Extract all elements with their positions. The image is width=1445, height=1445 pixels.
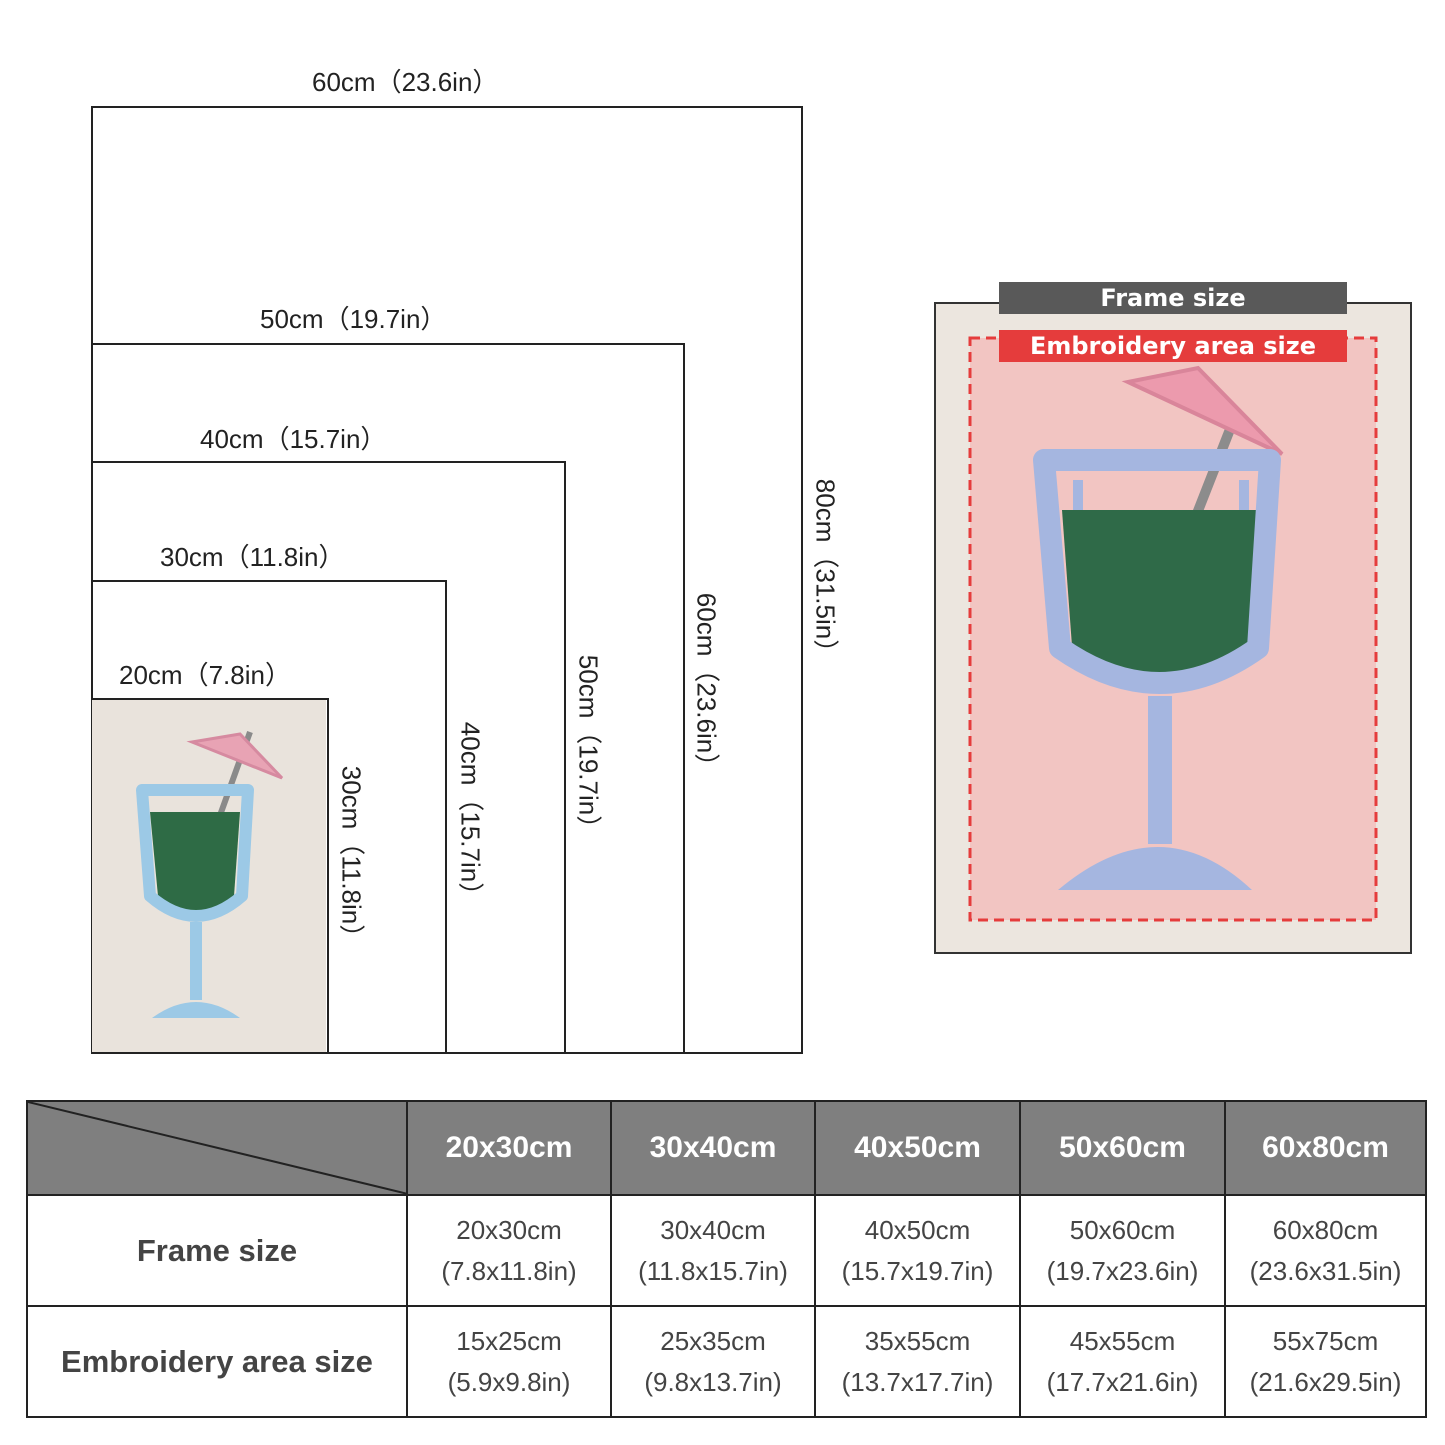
cell-cm: 15x25cm (456, 1325, 562, 1356)
frame-30x40-height-label: 40cm（15.7in） (455, 721, 486, 909)
frame-40x50-width-label: 40cm（15.7in） (200, 424, 387, 454)
cell-in: (21.6x29.5in) (1249, 1366, 1402, 1397)
table-cell: 15x25cm (5.9x9.8in) (406, 1305, 612, 1418)
frame-60x80-width-label: 60cm（23.6in） (312, 67, 499, 97)
column-header: 60x80cm (1224, 1100, 1427, 1196)
column-header: 40x50cm (814, 1100, 1021, 1196)
cell-cm: 35x55cm (864, 1325, 971, 1356)
column-header: 50x60cm (1019, 1100, 1226, 1196)
cell-in: (17.7x21.6in) (1046, 1366, 1199, 1397)
cell-in: (19.7x23.6in) (1046, 1255, 1199, 1286)
row-label-embroidery-area-size: Embroidery area size (26, 1305, 408, 1418)
frame-size-tag: Frame size (999, 282, 1347, 314)
cell-in: (7.8x11.8in) (441, 1255, 577, 1286)
cell-in: (23.6x31.5in) (1249, 1255, 1402, 1286)
cell-cm: 50x60cm (1069, 1214, 1176, 1245)
cell-cm: 45x55cm (1069, 1325, 1176, 1356)
table-cell: 50x60cm (19.7x23.6in) (1019, 1194, 1226, 1307)
table-row: Frame size 20x30cm (7.8x11.8in) 30x40cm (1… (26, 1194, 1427, 1307)
row-label-frame-size: Frame size (26, 1194, 408, 1307)
frame-20x30-height-label: 30cm（11.8in） (336, 765, 367, 951)
table-header-row: 20x30cm 30x40cm 40x50cm 50x60cm 60x80cm (26, 1100, 1427, 1196)
table-corner-cell (26, 1100, 408, 1196)
frame-60x80-height-label: 80cm（31.5in） (810, 478, 841, 666)
embroidery-preview (934, 302, 1412, 954)
embroidery-area-size-tag: Embroidery area size (999, 330, 1347, 362)
table-cell: 55x75cm (21.6x29.5in) (1224, 1305, 1427, 1418)
cell-cm: 60x80cm (1272, 1214, 1379, 1245)
cell-cm: 20x30cm (456, 1214, 562, 1245)
cell-cm: 55x75cm (1272, 1325, 1379, 1356)
table-cell: 35x55cm (13.7x17.7in) (814, 1305, 1021, 1418)
cell-in: (5.9x9.8in) (447, 1366, 571, 1397)
frame-40x50-height-label: 50cm（19.7in） (573, 654, 604, 842)
table-cell: 25x35cm (9.8x13.7in) (610, 1305, 816, 1418)
cell-in: (13.7x17.7in) (841, 1366, 994, 1397)
column-header: 20x30cm (406, 1100, 612, 1196)
frame-30x40-width-label: 30cm（11.8in） (160, 542, 345, 572)
column-header: 30x40cm (610, 1100, 816, 1196)
table-row: Embroidery area size 15x25cm(5.9x9.8in) … (26, 1305, 1427, 1418)
cell-in: (15.7x19.7in) (841, 1255, 994, 1286)
frame-50x60-width-label: 50cm（19.7in） (260, 304, 447, 334)
cell-cm: 25x35cm (660, 1325, 766, 1356)
table-cell: 40x50cm (15.7x19.7in) (814, 1194, 1021, 1307)
frame-20x30-width-label: 20cm（7.8in） (119, 660, 291, 690)
table-cell: 60x80cm (23.6x31.5in) (1224, 1194, 1427, 1307)
cell-in: (11.8x15.7in) (638, 1255, 788, 1286)
embroidery-thumbnail (92, 700, 326, 1052)
frame-50x60-height-label: 60cm（23.6in） (691, 592, 722, 780)
size-table: 20x30cm 30x40cm 40x50cm 50x60cm 60x80cm … (26, 1100, 1427, 1418)
table-cell: 45x55cm (17.7x21.6in) (1019, 1305, 1226, 1418)
cell-cm: 30x40cm (660, 1214, 766, 1245)
cell-in: (9.8x13.7in) (644, 1366, 782, 1397)
cell-cm: 40x50cm (864, 1214, 971, 1245)
table-cell: 30x40cm (11.8x15.7in) (610, 1194, 816, 1307)
table-cell: 20x30cm (7.8x11.8in) (406, 1194, 612, 1307)
